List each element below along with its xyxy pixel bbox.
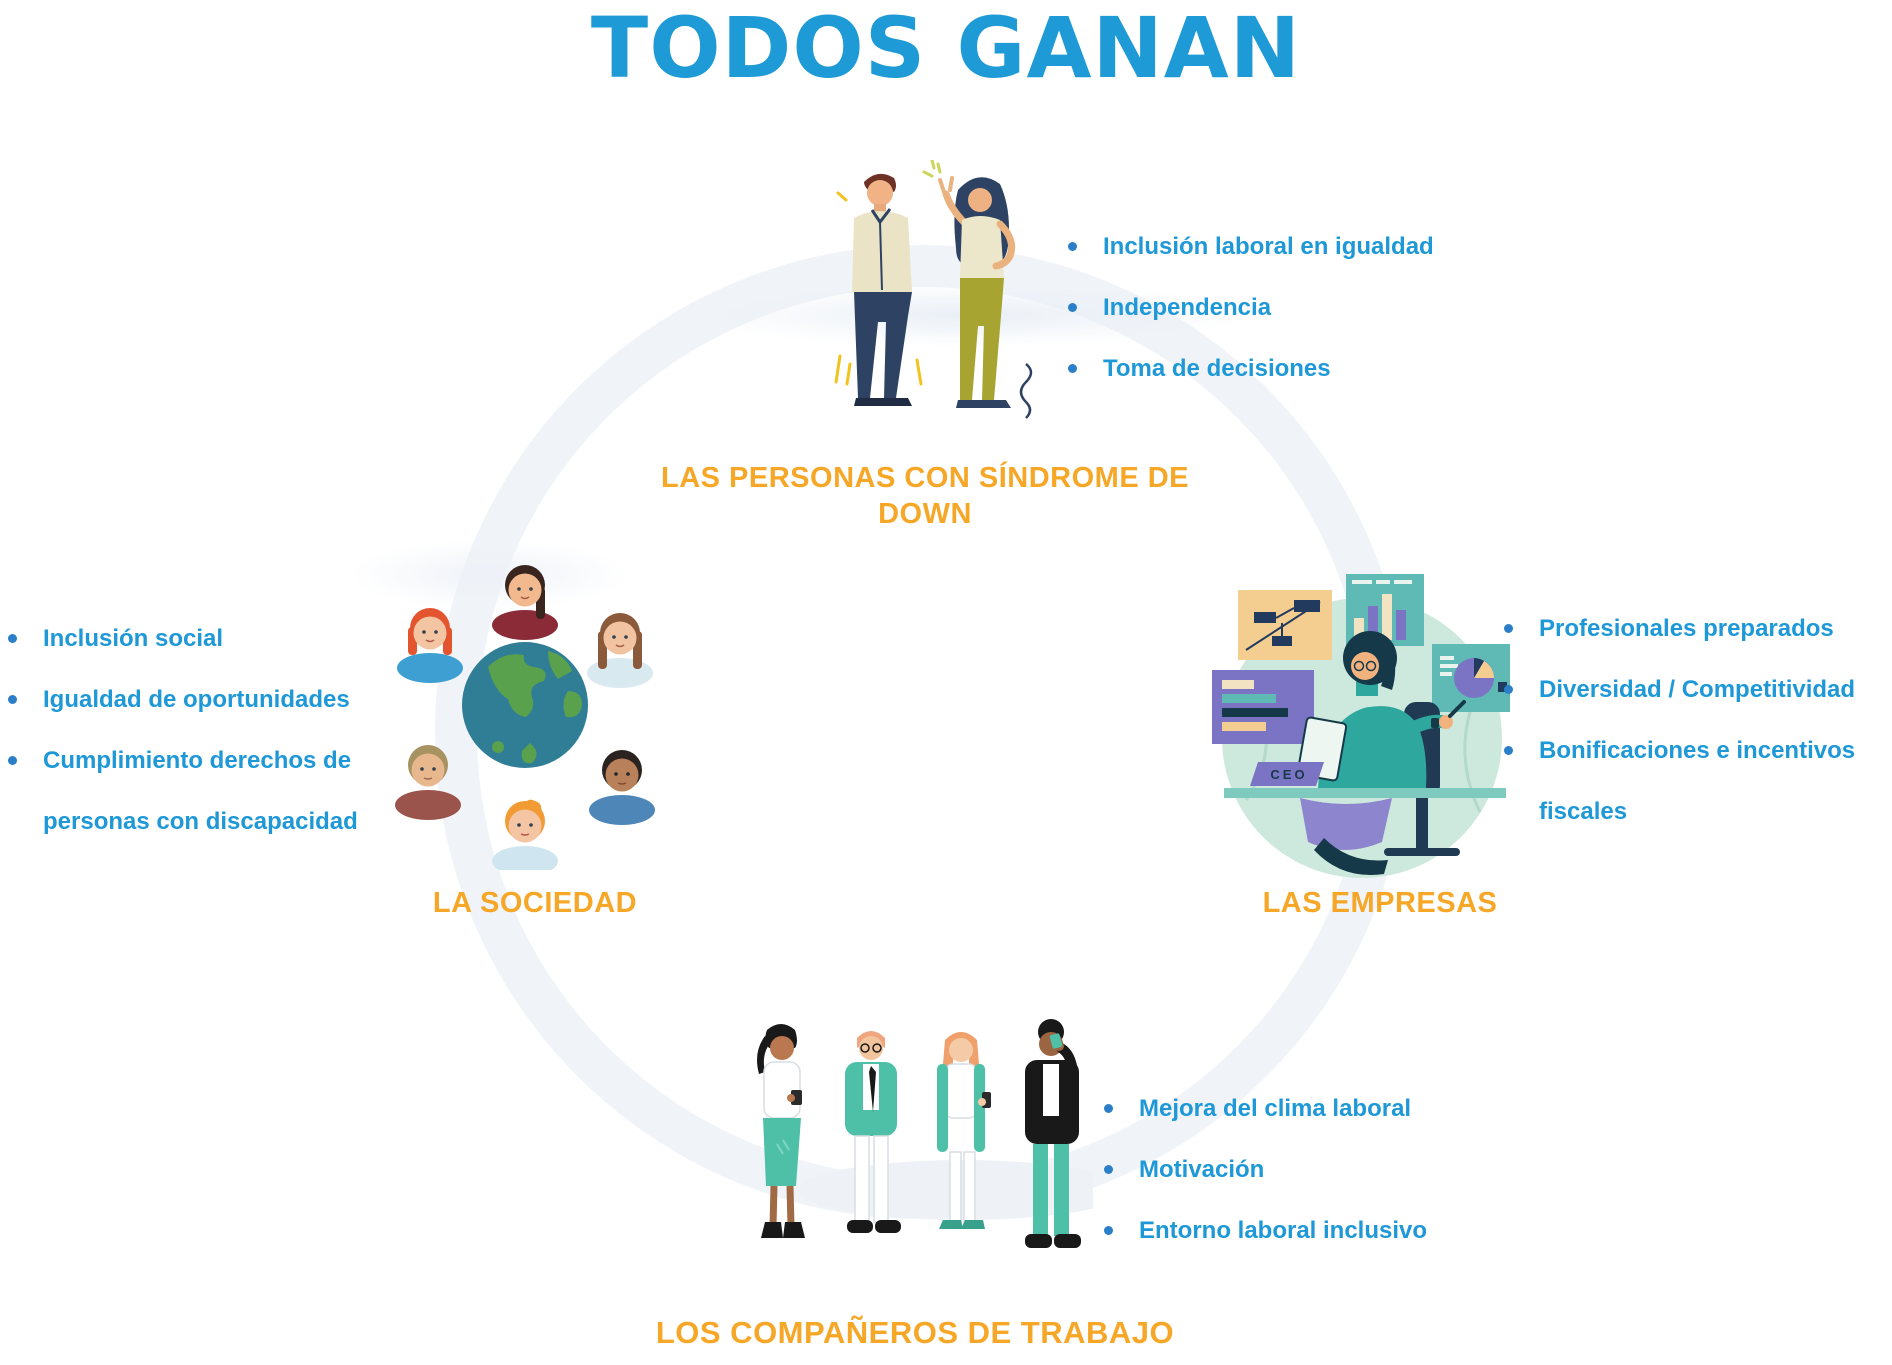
flowchart-panel-icon	[1238, 590, 1332, 660]
woman-figure	[922, 160, 1033, 419]
companeros-heading: LOS COMPAÑEROS DE TRABAJO	[655, 1315, 1175, 1350]
bullet-dot	[1068, 364, 1077, 373]
man-figure	[834, 173, 923, 406]
sociedad-bullet-list: Inclusión social Igualdad de oportunidad…	[8, 608, 360, 852]
bullet-text: Inclusión social	[43, 625, 224, 652]
ceo-desk-sign: CEO	[1250, 762, 1324, 786]
personas-bullet-list: Inclusión laboral en igualdad Independen…	[1068, 216, 1488, 399]
bullet-text: Inclusión laboral en igualdad	[1103, 233, 1434, 260]
bullet-item: Motivación	[1104, 1139, 1504, 1200]
avatar-woman-brown-hair	[587, 613, 653, 688]
bullet-text: Cumplimiento derechos de personas con di…	[43, 747, 358, 835]
bullet-dot	[1504, 624, 1513, 633]
coworker-man-glasses	[845, 1031, 901, 1233]
sociedad-heading: LA SOCIEDAD	[432, 887, 638, 919]
personas-heading: LAS PERSONAS CON SÍNDROME DE DOWN	[661, 462, 1189, 530]
bullet-dot	[1104, 1226, 1113, 1235]
bullet-text: Profesionales preparados	[1539, 615, 1834, 642]
bullet-item: Mejora del clima laboral	[1104, 1078, 1504, 1139]
bullet-dot	[8, 634, 17, 643]
bullet-dot	[1068, 242, 1077, 251]
bullet-text: Entorno laboral inclusivo	[1139, 1217, 1428, 1244]
bullet-text: Independencia	[1103, 294, 1272, 321]
avatar-man-sandy-hair	[395, 745, 461, 820]
bullet-item: Toma de decisiones	[1068, 338, 1488, 399]
bullet-item: Diversidad / Competitividad	[1504, 659, 1889, 720]
globe-icon	[462, 642, 588, 768]
bullet-item: Profesionales preparados	[1504, 598, 1889, 659]
bullet-dot	[8, 695, 17, 704]
bullet-item: Inclusión social	[8, 608, 360, 669]
bullet-text: Mejora del clima laboral	[1139, 1095, 1412, 1122]
bullet-text: Bonificaciones e incentivos fiscales	[1539, 737, 1856, 825]
ceo-illustration: CEO	[1212, 574, 1510, 878]
bullet-item: Independencia	[1068, 277, 1488, 338]
bullet-item: Cumplimiento derechos de personas con di…	[8, 730, 360, 852]
avatar-woman-red-hair	[397, 608, 463, 683]
bullet-dot	[1504, 746, 1513, 755]
empresas-heading: LAS EMPRESAS	[1262, 887, 1498, 919]
avatar-man-black-hair	[589, 750, 655, 825]
ceo-sign-label: CEO	[1270, 767, 1307, 782]
bullet-text: Diversidad / Competitividad	[1539, 676, 1856, 703]
page-title: TODOS GANAN	[590, 0, 1302, 97]
bullet-dot	[1504, 685, 1513, 694]
bullet-item: Entorno laboral inclusivo	[1104, 1200, 1504, 1261]
coworker-man-tall	[1025, 1019, 1081, 1248]
avatar-man-orange-hair	[492, 799, 558, 870]
avatar-woman-dark-hair	[492, 565, 558, 640]
companeros-bullet-list: Mejora del clima laboral Motivación Ento…	[1104, 1078, 1504, 1261]
coworker-woman-ponytail	[757, 1024, 805, 1238]
bar-chart-panel-icon	[1346, 574, 1424, 646]
two-people-illustration	[834, 160, 1033, 419]
pie-chart-panel-icon	[1432, 644, 1510, 712]
bullet-item: Igualdad de oportunidades	[8, 669, 360, 730]
empresas-bullet-list: Profesionales preparados Diversidad / Co…	[1504, 598, 1889, 842]
bullet-text: Motivación	[1139, 1156, 1265, 1183]
bullet-text: Toma de decisiones	[1103, 355, 1331, 382]
dashboard-panel-icon	[1212, 670, 1314, 744]
bullet-dot	[1104, 1165, 1113, 1174]
bullet-dot	[8, 756, 17, 765]
bullet-dot	[1104, 1104, 1113, 1113]
globe-faces-illustration	[395, 565, 655, 870]
bullet-text: Igualdad de oportunidades	[43, 686, 350, 713]
background-haze	[350, 540, 630, 610]
coworker-woman-cardigan	[937, 1032, 991, 1229]
bullet-item: Inclusión laboral en igualdad	[1068, 216, 1488, 277]
bullet-dot	[1068, 303, 1077, 312]
bullet-item: Bonificaciones e incentivos fiscales	[1504, 720, 1889, 842]
desk	[1224, 788, 1506, 875]
coworkers-illustration	[757, 1019, 1093, 1248]
